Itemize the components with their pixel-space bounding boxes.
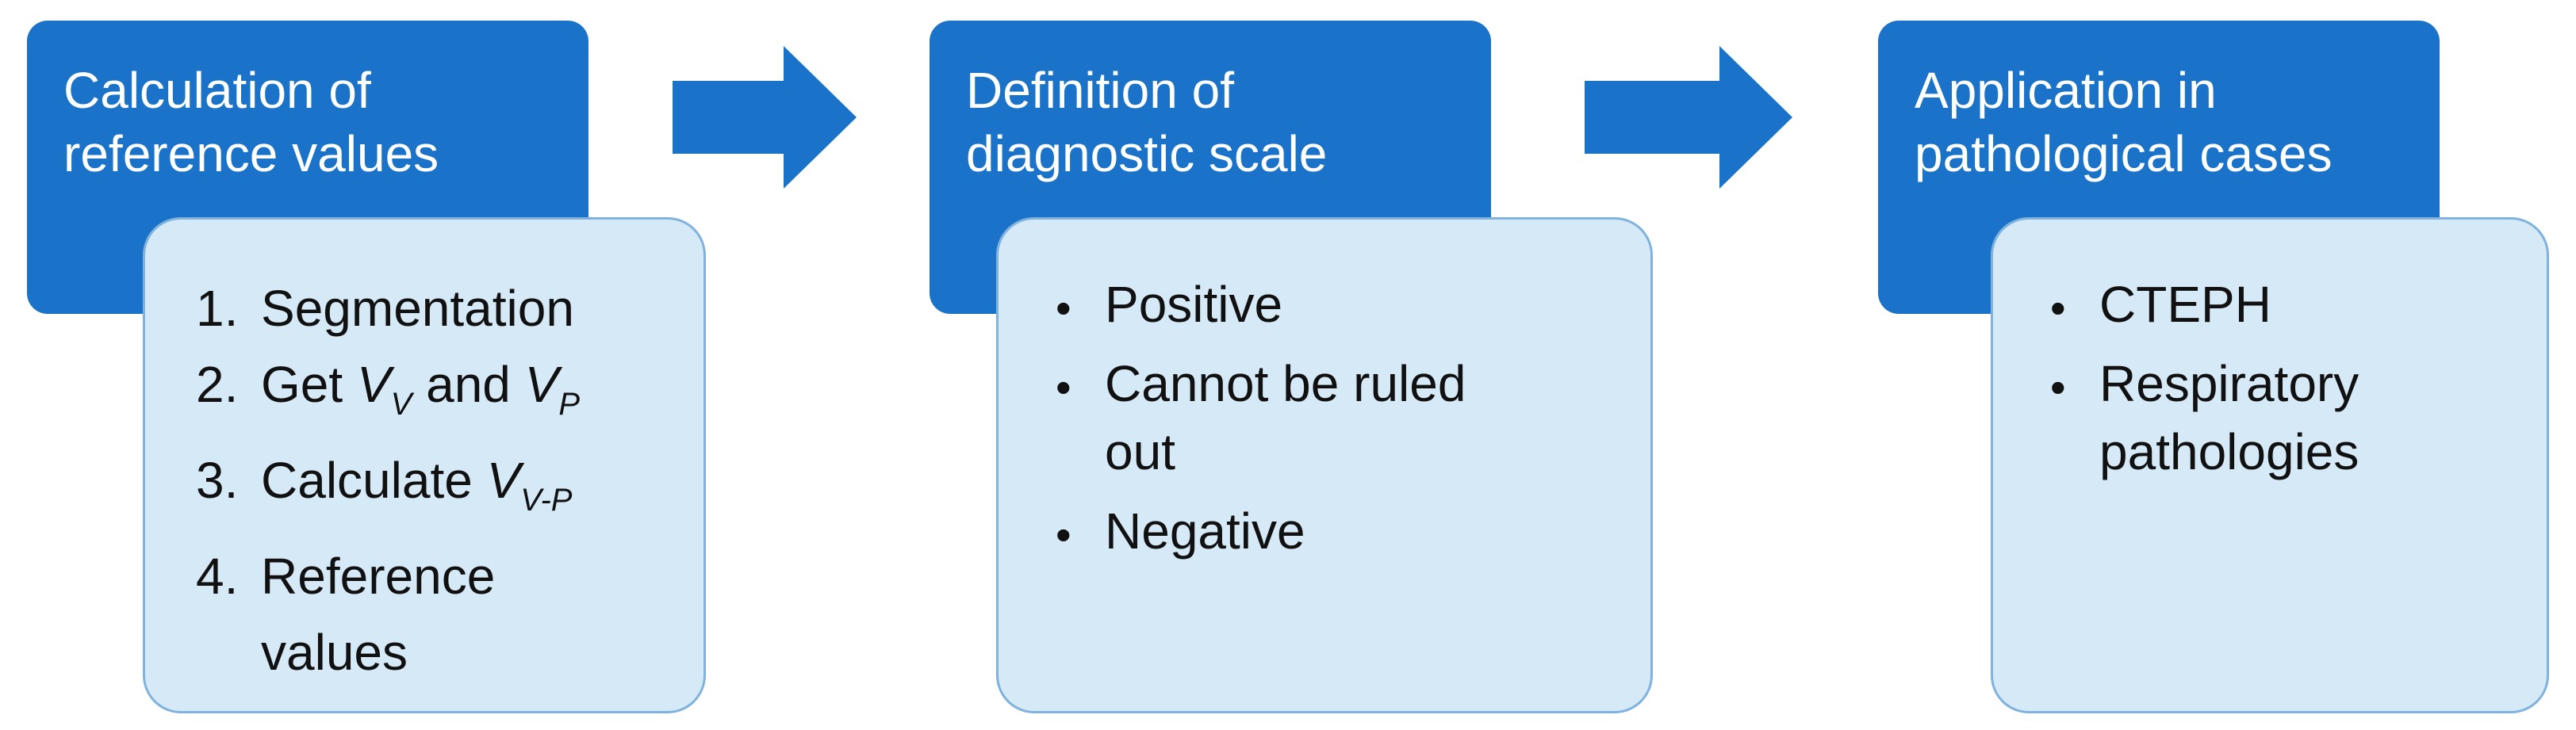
bullet-icon: • [1056,362,1071,412]
step-1-title-line-1: Calculation of [63,62,371,119]
step-2-list: • Positive • Cannot be ruled out • Negat… [1056,270,1650,565]
list-item-text-line-1: Respiratory [2099,355,2359,412]
step-1-list: 1. Segmentation 2. Get VV and VP 3. Calc… [196,270,703,690]
list-item-text-line-1: Cannot be ruled [1105,355,1466,412]
list-number: 4. [196,548,239,605]
step-1-title-line-2: reference values [63,125,439,182]
variable-subscript: P [558,387,581,422]
list-item-text-line-2: values [261,624,408,681]
step-2-title-line-2: diagnostic scale [966,125,1328,182]
step-1-details: 1. Segmentation 2. Get VV and VP 3. Calc… [143,217,706,713]
list-item: • Cannot be ruled out [1056,350,1650,486]
list-number: 1. [196,280,239,337]
right-arrow-icon [673,46,857,189]
bullet-icon: • [1056,283,1071,333]
list-item: • Respiratory pathologies [2050,350,2547,486]
list-item-text: Segmentation [261,280,574,337]
list-item-prefix: Get [261,356,357,413]
step-2-title-line-1: Definition of [966,62,1234,119]
list-item: 1. Segmentation [196,270,703,346]
step-2-details: • Positive • Cannot be ruled out • Negat… [996,217,1653,713]
list-item-text: Negative [1105,503,1305,560]
list-item-text-line-2: out [1105,423,1175,480]
step-3-header: Application in pathological cases [1878,21,2440,314]
variable-symbol: V [356,356,391,413]
variable-symbol: V [486,452,521,509]
list-item-text: CTEPH [2099,276,2271,333]
list-item-text: Positive [1105,276,1283,333]
bullet-icon: • [1056,510,1071,560]
list-number: 2. [196,356,239,413]
variable-subscript: V-P [520,483,573,518]
list-item: 3. Calculate VV-P [196,442,703,538]
list-item: • Negative [1056,497,1650,565]
step-3-title-line-1: Application in [1915,62,2217,119]
step-3-list: • CTEPH • Respiratory pathologies [2050,270,2547,486]
bullet-icon: • [2050,283,2066,333]
list-item-text-line-1: Reference [261,548,496,605]
right-arrow-icon [1585,46,1792,189]
variable-subscript: V [390,387,412,422]
bullet-icon: • [2050,362,2066,412]
list-item: 2. Get VV and VP [196,346,703,442]
list-item: • Positive [1056,270,1650,338]
list-number: 3. [196,452,239,509]
list-item: • CTEPH [2050,270,2547,338]
step-3-details: • CTEPH • Respiratory pathologies [1991,217,2549,713]
list-item-text-line-2: pathologies [2099,423,2359,480]
variable-symbol: V [524,356,559,413]
list-item: 4. Reference values [196,538,703,690]
list-item-prefix: Calculate [261,452,487,509]
list-item-conjunction: and [412,356,525,413]
step-3-title-line-2: pathological cases [1915,125,2333,182]
